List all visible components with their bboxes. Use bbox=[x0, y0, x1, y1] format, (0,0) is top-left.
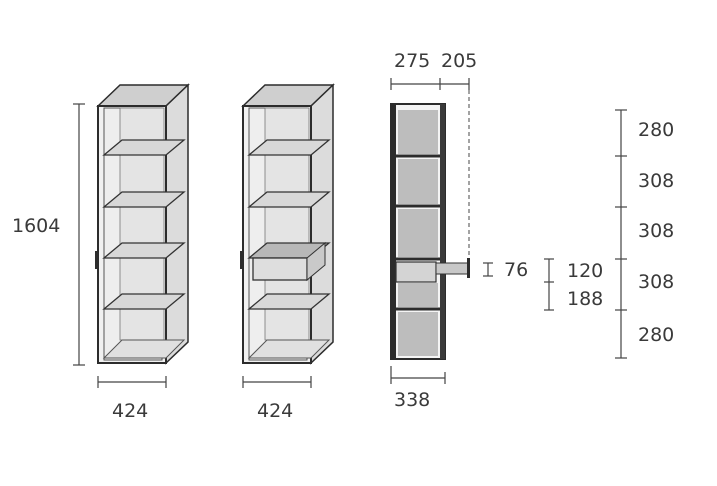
width-label: 424 bbox=[257, 400, 293, 422]
height-label: 1604 bbox=[12, 215, 60, 237]
left-cabinet-shelves bbox=[102, 139, 186, 310]
handle-depth-dimension: 76 bbox=[483, 259, 528, 281]
shelf bbox=[247, 139, 331, 156]
left-width-dimension: 424 bbox=[97, 376, 167, 422]
spacing-label: 308 bbox=[638, 271, 674, 293]
spacing-label: 308 bbox=[638, 220, 674, 242]
middle-width-dimension: 424 bbox=[242, 376, 312, 422]
door-handle-icon bbox=[240, 251, 243, 269]
drawer bbox=[247, 241, 331, 282]
shelf bbox=[102, 242, 186, 259]
shelf bbox=[247, 293, 331, 310]
shelf bbox=[102, 139, 186, 156]
drawer-height-label: 188 bbox=[567, 288, 603, 310]
left-height-dimension: 1604 bbox=[12, 103, 85, 366]
spacing-label: 280 bbox=[638, 119, 674, 141]
width-label: 424 bbox=[112, 400, 148, 422]
extension-label: 205 bbox=[441, 50, 477, 72]
spacing-label: 308 bbox=[638, 170, 674, 192]
total-depth-label: 338 bbox=[394, 389, 430, 411]
left-cabinet bbox=[95, 83, 190, 365]
middle-cabinet bbox=[240, 83, 335, 365]
shelf bbox=[247, 191, 331, 208]
side-view bbox=[390, 90, 470, 360]
shelf-spacing-dimension: 280 308 308 308 280 bbox=[615, 109, 674, 359]
depth-label: 275 bbox=[394, 50, 430, 72]
middle-cabinet-shelves bbox=[247, 139, 331, 310]
handle-depth-label: 76 bbox=[504, 259, 528, 281]
drawer bbox=[395, 261, 437, 283]
shelf bbox=[102, 293, 186, 310]
left-cabinet-side bbox=[165, 83, 189, 365]
door-handle-icon bbox=[95, 251, 98, 269]
total-depth-dimension: 338 bbox=[390, 366, 446, 411]
drawer-height-label: 120 bbox=[567, 260, 603, 282]
shelf bbox=[102, 191, 186, 208]
spacing-label: 280 bbox=[638, 324, 674, 346]
depth-dimension: 275 205 bbox=[390, 50, 477, 90]
handle-icon bbox=[467, 258, 470, 278]
drawer-height-dimension: 120 188 bbox=[544, 258, 603, 311]
